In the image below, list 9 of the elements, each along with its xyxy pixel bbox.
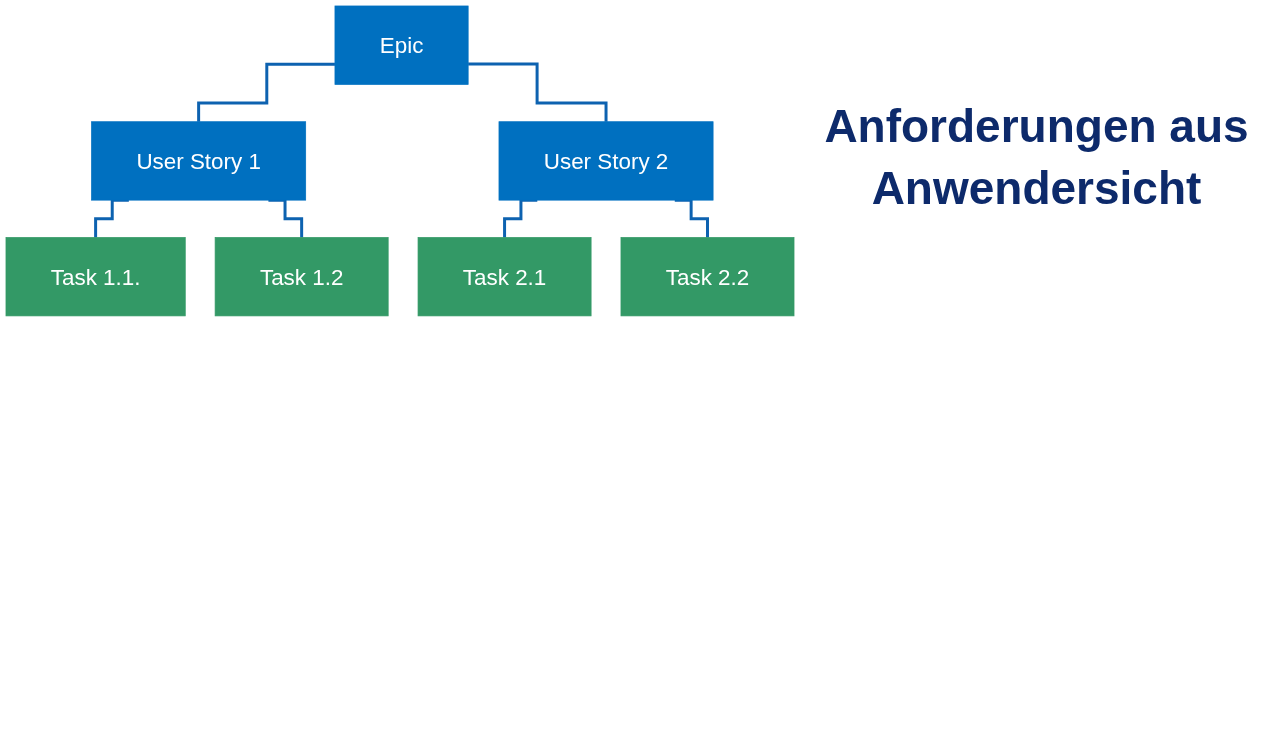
node-box bbox=[498, 121, 714, 201]
heading-note: Anforderungen aus Anwendersicht bbox=[823, 99, 1250, 217]
node-box bbox=[334, 5, 469, 85]
node-box bbox=[91, 121, 307, 201]
node-box bbox=[214, 237, 389, 317]
hierarchy-diagram: Epic User Story 1 User Story 2 Task 1.1. Task 1.2 Task 2.1 Task 2.2 bbox=[0, 0, 800, 322]
node-box bbox=[417, 237, 592, 317]
node-box bbox=[5, 237, 186, 317]
node-box bbox=[620, 237, 795, 317]
